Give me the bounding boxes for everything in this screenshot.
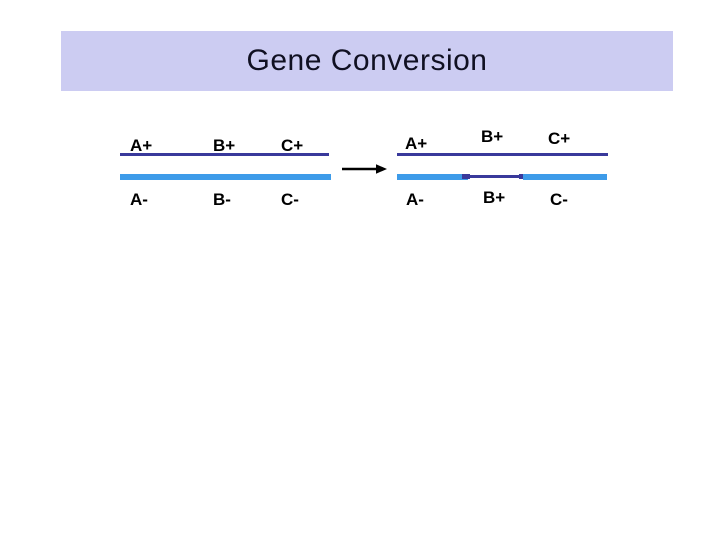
- gene-label-a-minus: A-: [406, 190, 424, 209]
- bottom-strand-line-right: [523, 174, 607, 180]
- gene-label-b-plus: B+: [213, 136, 236, 155]
- gene-label-b-plus-converted: B+: [483, 188, 506, 207]
- gene-label-b-minus: B-: [213, 190, 231, 209]
- top-strand-line: [120, 153, 329, 156]
- gene-label-c-minus: C-: [550, 190, 568, 209]
- bottom-strand-line: [120, 174, 331, 180]
- slide-title: Gene Conversion: [246, 44, 488, 77]
- gene-label-c-minus: C-: [281, 190, 299, 209]
- title-banner: Gene Conversion: [61, 31, 673, 91]
- gene-label-a-plus: A+: [130, 136, 153, 155]
- gene-label-c-plus: C+: [281, 136, 304, 155]
- gene-label-a-minus: A-: [130, 190, 148, 209]
- gene-label-a-plus: A+: [405, 134, 428, 153]
- converted-segment: [464, 175, 527, 178]
- gene-label-b-plus: B+: [481, 127, 504, 146]
- right-arrow-icon: [342, 164, 387, 174]
- top-strand-line: [397, 153, 608, 156]
- gene-label-c-plus: C+: [548, 129, 571, 148]
- bottom-strand-line-left: [397, 174, 468, 180]
